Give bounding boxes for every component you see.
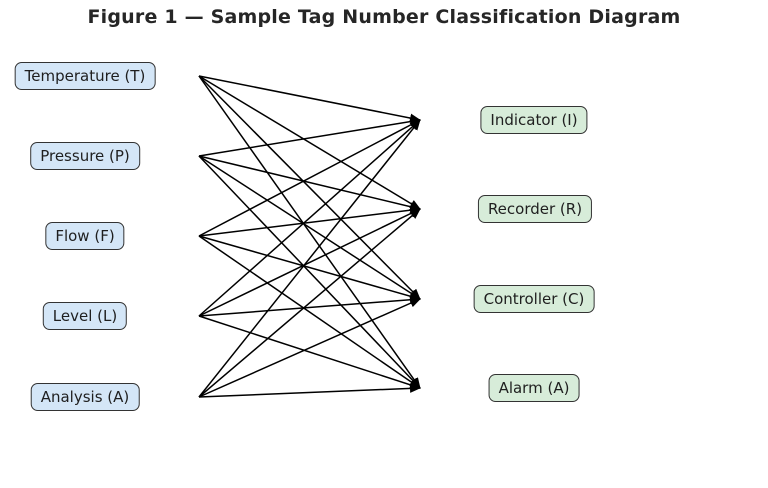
edge-flow-to-recorder	[198, 205, 421, 237]
edge-pressure-to-alarm	[198, 155, 421, 389]
edge-analysis-to-alarm	[198, 383, 421, 398]
edge-level-to-indicator	[198, 119, 421, 317]
edge-temperature-to-controller	[198, 75, 421, 300]
node-label: Controller (C)	[483, 290, 585, 308]
edge-analysis-to-indicator	[198, 119, 421, 398]
node-flow: Flow (F)	[45, 222, 125, 250]
edge-level-to-controller	[198, 295, 421, 317]
node-label: Pressure (P)	[40, 147, 130, 165]
node-analysis: Analysis (A)	[30, 383, 140, 411]
edge-level-to-alarm	[198, 315, 421, 390]
node-label: Analysis (A)	[40, 388, 130, 406]
node-label: Temperature (T)	[24, 67, 146, 85]
node-controller: Controller (C)	[473, 285, 595, 313]
node-label: Flow (F)	[55, 227, 115, 245]
node-temperature: Temperature (T)	[14, 62, 156, 90]
edge-analysis-to-controller	[198, 298, 421, 398]
node-recorder: Recorder (R)	[477, 195, 593, 223]
edge-temperature-to-indicator	[198, 75, 421, 123]
edge-flow-to-alarm	[198, 235, 421, 389]
node-indicator: Indicator (I)	[480, 106, 588, 134]
edge-pressure-to-recorder	[198, 155, 421, 212]
edge-pressure-to-controller	[198, 155, 421, 300]
edge-analysis-to-recorder	[198, 208, 421, 398]
node-pressure: Pressure (P)	[30, 142, 140, 170]
node-label: Alarm (A)	[498, 379, 570, 397]
edge-pressure-to-indicator	[198, 117, 421, 157]
figure-title: Figure 1 — Sample Tag Number Classificat…	[87, 6, 681, 28]
node-alarm: Alarm (A)	[488, 374, 580, 402]
edge-flow-to-controller	[198, 235, 421, 301]
edge-flow-to-indicator	[198, 119, 421, 237]
node-level: Level (L)	[42, 302, 128, 330]
edge-level-to-recorder	[198, 208, 421, 317]
edge-temperature-to-alarm	[198, 75, 421, 389]
node-label: Indicator (I)	[490, 111, 578, 129]
edge-temperature-to-recorder	[198, 75, 421, 210]
node-label: Recorder (R)	[487, 200, 583, 218]
node-label: Level (L)	[52, 307, 118, 325]
